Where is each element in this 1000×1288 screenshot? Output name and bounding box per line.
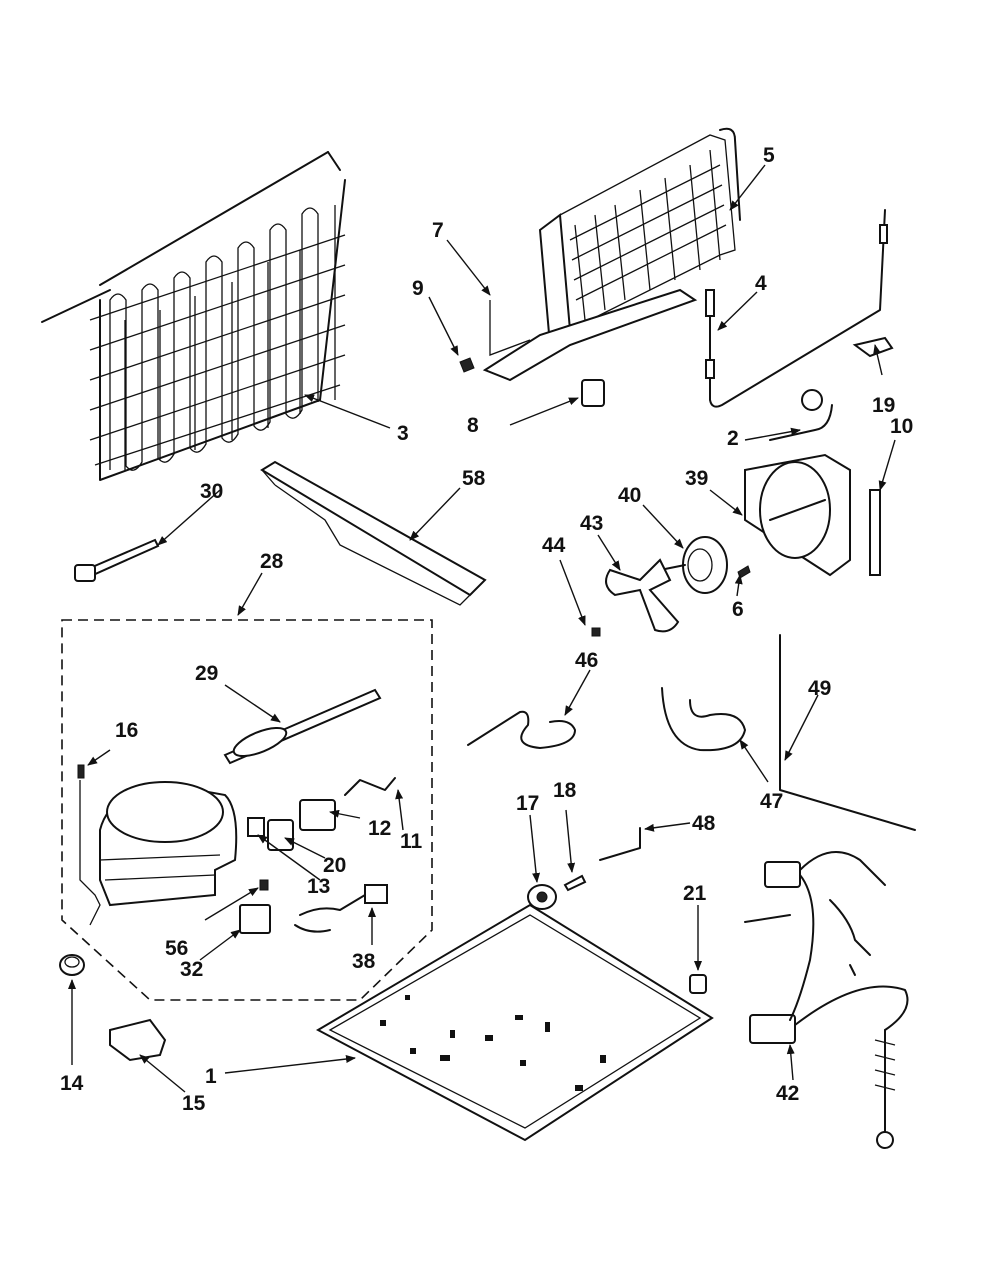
label-29: 29 xyxy=(195,662,218,685)
label-6: 6 xyxy=(732,598,744,621)
label-20: 20 xyxy=(323,854,346,877)
label-3: 3 xyxy=(397,422,409,445)
label-10: 10 xyxy=(890,415,913,438)
label-46: 46 xyxy=(575,649,598,672)
label-1: 1 xyxy=(205,1065,217,1088)
base-plate xyxy=(315,903,714,1142)
fan-motor xyxy=(659,536,728,594)
label-56: 56 xyxy=(165,937,188,960)
label-58: 58 xyxy=(462,467,486,490)
evaporator-assembly xyxy=(459,127,741,407)
small-cap xyxy=(689,974,707,994)
label-47: 47 xyxy=(760,790,783,813)
label-7: 7 xyxy=(432,219,444,242)
drain-pan xyxy=(260,460,487,606)
grommet xyxy=(59,954,85,976)
label-30: 30 xyxy=(200,480,223,503)
clip-part xyxy=(852,336,894,358)
bolt xyxy=(74,538,160,582)
label-12: 12 xyxy=(368,817,391,840)
label-39: 39 xyxy=(685,467,708,490)
heater-wire xyxy=(705,209,888,408)
sensor-wire xyxy=(769,404,833,441)
label-49: 49 xyxy=(808,677,831,700)
label-42: 42 xyxy=(776,1082,799,1105)
bracket xyxy=(109,1018,167,1062)
condenser-coil xyxy=(41,151,346,481)
loop-tube xyxy=(661,687,746,752)
wire-harness xyxy=(744,851,909,1149)
label-14: 14 xyxy=(60,1072,84,1095)
compressor-group xyxy=(61,619,433,1001)
label-40: 40 xyxy=(618,484,641,507)
label-48: 48 xyxy=(692,812,716,835)
label-2: 2 xyxy=(727,427,739,450)
label-5: 5 xyxy=(763,144,775,167)
label-19: 19 xyxy=(872,394,895,417)
label-38: 38 xyxy=(352,950,376,973)
strip-part xyxy=(869,489,881,576)
coiled-tube xyxy=(467,710,576,749)
label-9: 9 xyxy=(412,277,424,300)
label-43: 43 xyxy=(580,512,603,535)
label-13: 13 xyxy=(307,875,330,898)
label-32: 32 xyxy=(180,958,203,981)
label-8: 8 xyxy=(467,414,479,437)
label-15: 15 xyxy=(182,1092,206,1115)
leader-lines xyxy=(68,164,896,1093)
label-21: 21 xyxy=(683,882,707,905)
label-17: 17 xyxy=(516,792,539,815)
label-18: 18 xyxy=(553,779,577,802)
fan-shroud xyxy=(744,453,851,577)
fan-blade xyxy=(591,558,680,637)
long-tube xyxy=(779,634,916,831)
label-4: 4 xyxy=(755,272,767,295)
grommet-spacer xyxy=(527,874,587,910)
label-16: 16 xyxy=(115,719,138,742)
label-28: 28 xyxy=(260,550,284,573)
elbow-tube xyxy=(599,827,641,861)
label-11: 11 xyxy=(400,830,423,853)
label-44: 44 xyxy=(542,534,566,557)
callout-labels: 3 30 58 28 29 16 12 11 20 13 56 32 38 14… xyxy=(60,144,913,1115)
